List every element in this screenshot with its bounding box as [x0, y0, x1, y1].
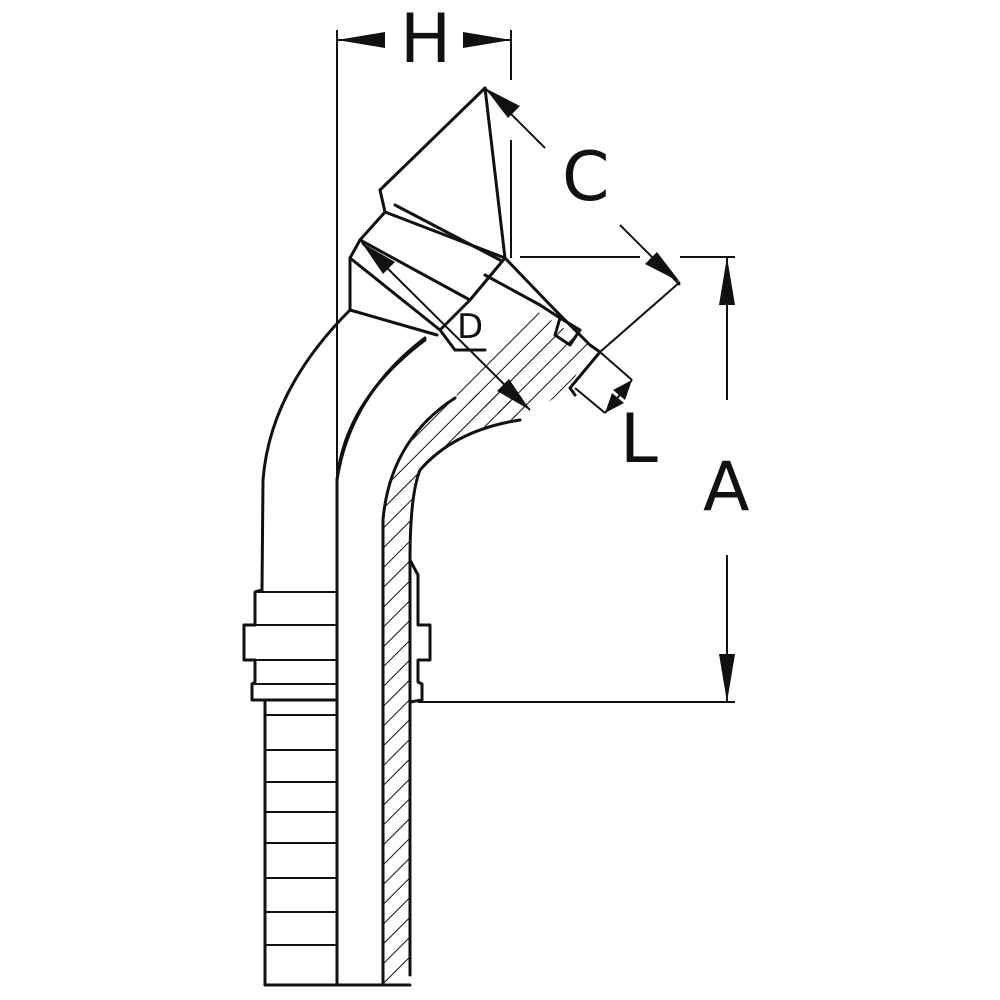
fitting-body: [242, 256, 522, 987]
dimension-a: A: [418, 256, 750, 703]
label-l: L: [620, 400, 658, 479]
dimension-l: L: [574, 351, 658, 479]
label-a: A: [703, 448, 750, 527]
dimension-c: C: [484, 87, 681, 353]
dimension-d: D: [361, 242, 531, 411]
dimension-h: H: [336, 0, 512, 985]
label-h: H: [400, 0, 451, 79]
label-c: C: [562, 138, 609, 217]
section-wall-hatch: [383, 388, 520, 985]
label-d: D: [457, 307, 483, 347]
